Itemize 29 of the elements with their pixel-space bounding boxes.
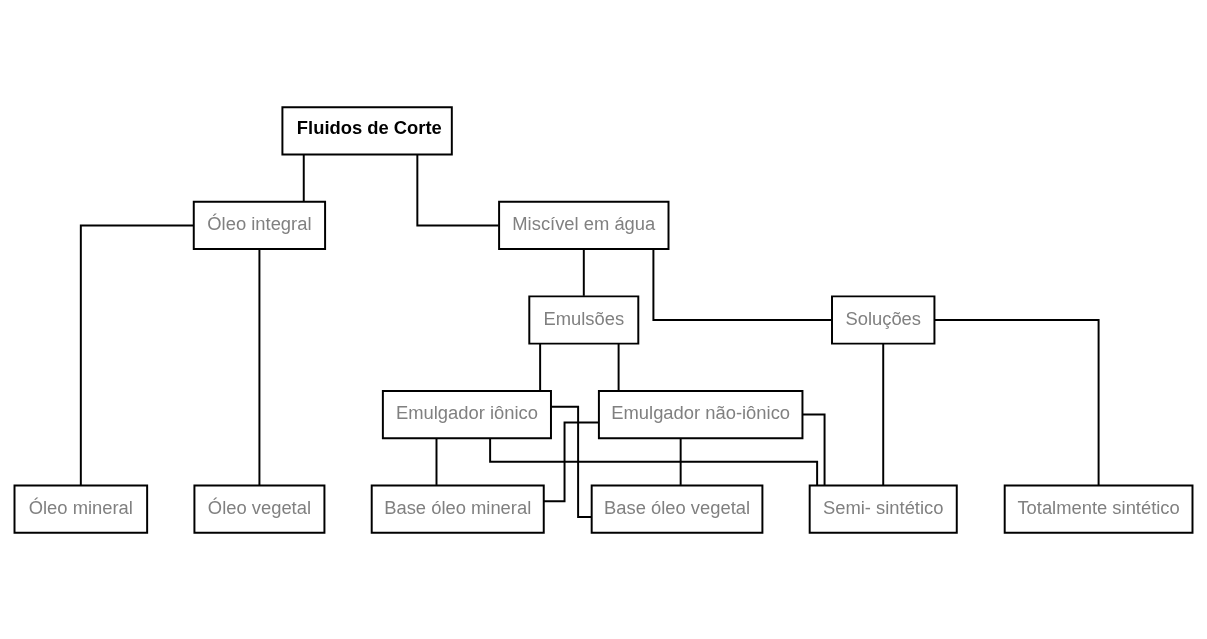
node-box: Óleo vegetal bbox=[193, 484, 326, 534]
connector bbox=[652, 247, 833, 321]
connector bbox=[489, 437, 819, 486]
node-box: Emulgador não-iônico bbox=[597, 389, 804, 439]
connector bbox=[882, 342, 885, 486]
node-box: Base óleo vegetal bbox=[590, 484, 764, 534]
node-box: Miscível em água bbox=[498, 200, 670, 250]
connector bbox=[802, 413, 826, 486]
connector bbox=[550, 405, 593, 518]
node-box: Emulsões bbox=[528, 294, 640, 345]
connector bbox=[582, 247, 585, 297]
node-box: Totalmente sintético bbox=[1003, 484, 1194, 534]
node-box: Óleo mineral bbox=[13, 484, 149, 534]
node-box: Soluções bbox=[831, 294, 936, 345]
connector bbox=[539, 342, 542, 391]
node-box: Óleo integral bbox=[192, 200, 327, 250]
connector bbox=[79, 223, 195, 486]
connector bbox=[302, 153, 305, 202]
connector bbox=[617, 342, 620, 391]
connector bbox=[258, 247, 261, 486]
node-box: Emulgador iônico bbox=[381, 389, 552, 439]
node-box: Base óleo mineral bbox=[370, 484, 545, 534]
connector bbox=[416, 153, 500, 226]
connector bbox=[933, 318, 1100, 486]
node-box: Semi- sintético bbox=[808, 484, 958, 534]
node-box: Fluidos de Corte bbox=[281, 105, 453, 155]
connector bbox=[542, 420, 600, 502]
connector bbox=[679, 436, 682, 486]
connector bbox=[435, 436, 438, 486]
